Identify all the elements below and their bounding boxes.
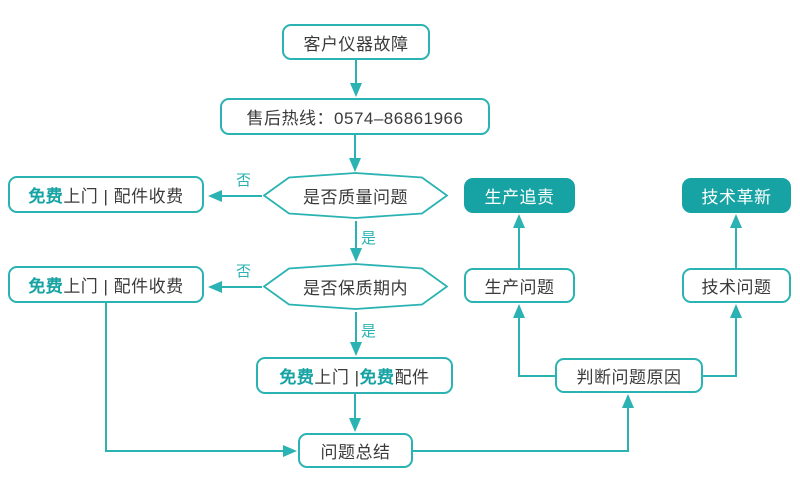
node-tech-innovation-label: 技术革新: [701, 188, 772, 207]
decision-hexagon-shape: [263, 263, 448, 310]
node-decision-warranty-label: 是否保质期内: [303, 279, 408, 298]
visit-text: 上门 |: [314, 368, 360, 387]
edge-label-quality-no: 否: [236, 172, 252, 189]
node-judge-cause-label: 判断问题原因: [576, 368, 682, 387]
edge-label-warranty-no: 否: [236, 263, 252, 280]
free-accent: 免费: [28, 277, 64, 296]
node-tech-issue: 技术问题: [682, 268, 791, 303]
node-production-trace-label: 生产追责: [484, 188, 555, 207]
node-production-issue: 生产问题: [464, 268, 575, 303]
node-summary-label: 问题总结: [320, 443, 391, 462]
free-accent: 免费: [28, 187, 64, 206]
node-judge-cause: 判断问题原因: [555, 358, 703, 393]
node-hotline: 售后热线：0574–86861966: [220, 98, 490, 135]
decision-hexagon-shape: [263, 172, 448, 219]
edge-label-quality-yes: 是: [361, 230, 377, 247]
node-summary: 问题总结: [298, 433, 413, 468]
node-hotline-label: 售后热线：0574–86861966: [246, 109, 464, 128]
node-decision-warranty: 是否保质期内: [263, 263, 448, 310]
node-tech-issue-label: 技术问题: [701, 278, 772, 297]
node-decision-quality: 是否质量问题: [263, 172, 448, 219]
free-accent: 免费: [359, 368, 395, 387]
node-free-visit-free-parts: 免费上门 | 免费配件: [256, 357, 453, 394]
edge-summary-to-judge-cause: [413, 394, 634, 452]
edge-free-paid-bottom-to-summary: [105, 303, 297, 457]
free-accent: 免费: [279, 368, 315, 387]
edge-judge-cause-to-tech-issue: [703, 304, 742, 377]
node-decision-quality-label: 是否质量问题: [303, 188, 408, 207]
node-free-visit-paid-parts-bottom: 免费上门 | 配件收费: [8, 266, 204, 303]
edge-label-warranty-yes: 是: [361, 323, 377, 340]
node-free-visit-paid-parts-top: 免费上门 | 配件收费: [8, 176, 204, 213]
paid-parts-text: 上门 | 配件收费: [63, 277, 184, 296]
node-production-trace: 生产追责: [464, 178, 575, 213]
paid-parts-text: 上门 | 配件收费: [63, 187, 184, 206]
node-start-label: 客户仪器故障: [303, 34, 409, 54]
edge-judge-cause-to-production-issue: [513, 304, 555, 377]
node-start: 客户仪器故障: [282, 24, 430, 60]
parts-text: 配件: [394, 368, 430, 387]
node-tech-innovation: 技术革新: [682, 178, 791, 213]
node-production-issue-label: 生产问题: [484, 278, 555, 297]
